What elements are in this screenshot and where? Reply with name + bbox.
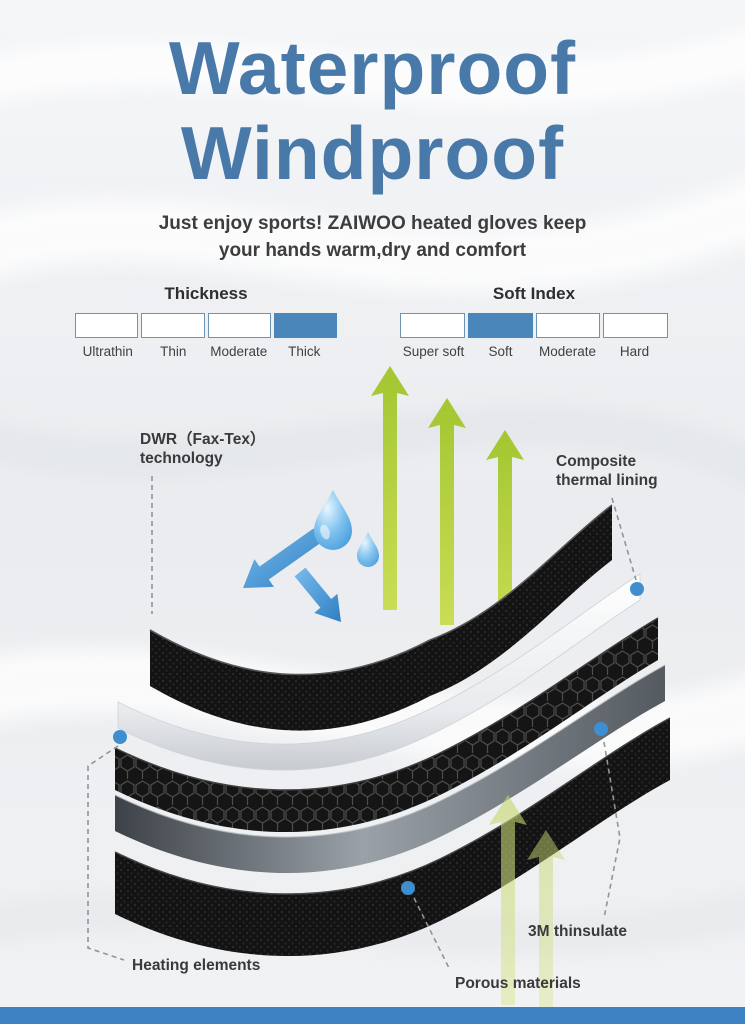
soft-index-meter-title: Soft Index (492, 284, 576, 303)
page-title: Waterproof Windproof (0, 26, 745, 196)
meter-option-label: Thick (288, 344, 321, 359)
rating-meters: Thickness Ultrathin Thin Moderate Thick … (0, 284, 745, 374)
footer-accent-bar (0, 1007, 745, 1024)
callout-dwr-technology: DWR（Fax-Tex） technology (140, 430, 265, 468)
thickness-meter-bar (75, 313, 337, 338)
meter-cell (273, 313, 337, 338)
thickness-meter: Thickness Ultrathin Thin Moderate Thick (75, 284, 337, 359)
hero-header: Waterproof Windproof Just enjoy sports! … (0, 26, 745, 264)
title-line-1: Waterproof (168, 26, 577, 110)
meter-option-label: Super soft (402, 344, 465, 359)
thickness-meter-labels: Ultrathin Thin Moderate Thick (75, 344, 337, 359)
callout-composite-line-2: thermal lining (556, 472, 658, 489)
soft-index-meter-bar (400, 313, 668, 338)
callout-composite-line-1: Composite (556, 453, 637, 470)
soft-index-meter: Soft Index Super soft Soft Moderate Hard (400, 284, 668, 359)
callout-3m-thinsulate: 3M thinsulate (528, 923, 628, 940)
callout-composite-thermal-lining: Composite thermal lining (556, 452, 658, 490)
meter-option-label: Soft (488, 344, 513, 359)
meter-option-label: Hard (619, 344, 650, 359)
meter-cell (207, 313, 271, 338)
meter-option-label: Moderate (210, 344, 268, 359)
subtitle-line-1: Just enjoy sports! ZAIWOO heated gloves … (158, 213, 587, 234)
meter-option-label: Thin (160, 344, 187, 359)
thickness-meter-title: Thickness (164, 284, 248, 303)
meter-option-label: Moderate (538, 344, 597, 359)
soft-index-meter-labels: Super soft Soft Moderate Hard (400, 344, 668, 359)
meter-cell (75, 313, 139, 338)
meter-option-label: Ultrathin (82, 344, 133, 359)
meter-cell (141, 313, 205, 338)
title-line-2: Windproof (180, 111, 565, 195)
meter-cell (400, 313, 465, 338)
subtitle-line-2: your hands warm,dry and comfort (218, 240, 527, 261)
callout-dwr-line-2: technology (140, 450, 223, 467)
callout-dwr-line-1: DWR（Fax-Tex） (140, 431, 266, 448)
callout-heating-elements: Heating elements (132, 957, 261, 974)
meter-cell (467, 313, 533, 338)
meter-cell (535, 313, 601, 338)
subtitle: Just enjoy sports! ZAIWOO heated gloves … (0, 210, 745, 264)
callout-porous-materials: Porous materials (455, 975, 581, 992)
meter-cell (603, 313, 668, 338)
